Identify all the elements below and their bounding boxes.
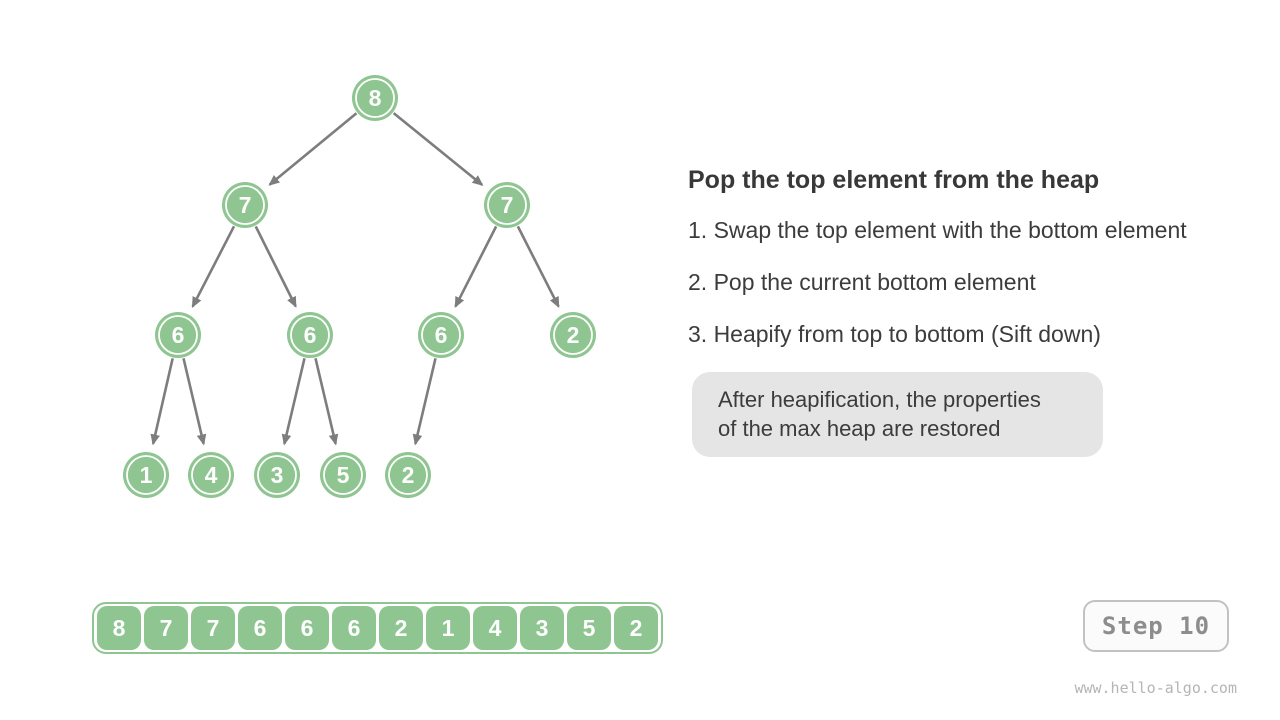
array-cell: 2 bbox=[614, 606, 658, 650]
tree-node-ring bbox=[487, 185, 527, 225]
tree-node-value: 3 bbox=[271, 462, 284, 488]
tree-node-ring bbox=[290, 315, 330, 355]
tree-node: 7 bbox=[222, 182, 268, 228]
tree-node-circle bbox=[418, 312, 464, 358]
array-cell: 7 bbox=[191, 606, 235, 650]
tree-node-circle bbox=[550, 312, 596, 358]
tree-node-circle bbox=[155, 312, 201, 358]
note-box: After heapification, the properties of t… bbox=[692, 372, 1103, 457]
tree-node: 2 bbox=[385, 452, 431, 498]
instruction-item: 2. Pop the current bottom element bbox=[688, 269, 1036, 295]
array-cell: 5 bbox=[567, 606, 611, 650]
tree-node: 3 bbox=[254, 452, 300, 498]
tree-node: 7 bbox=[484, 182, 530, 228]
tree-nodes: 8 7 7 6 6 6 2 1 4 3 5 2 bbox=[123, 75, 596, 498]
tree-node: 5 bbox=[320, 452, 366, 498]
tree-node-circle bbox=[287, 312, 333, 358]
tree-node: 8 bbox=[352, 75, 398, 121]
tree-node-circle bbox=[352, 75, 398, 121]
tree-node-value: 6 bbox=[304, 322, 317, 348]
instruction-item: 1. Swap the top element with the bottom … bbox=[688, 217, 1187, 243]
tree-node-value: 4 bbox=[205, 462, 218, 488]
tree-edge bbox=[516, 225, 560, 308]
tree-node-value: 7 bbox=[239, 192, 252, 218]
array-cell: 4 bbox=[473, 606, 517, 650]
tree-node: 1 bbox=[123, 452, 169, 498]
tree-edge bbox=[268, 112, 358, 186]
tree-edge bbox=[314, 358, 339, 446]
tree-node-value: 6 bbox=[435, 322, 448, 348]
tree-node-value: 7 bbox=[501, 192, 514, 218]
tree-node-value: 2 bbox=[402, 462, 415, 488]
tree-node-circle bbox=[222, 182, 268, 228]
tree-edges bbox=[150, 112, 560, 446]
tree-node-circle bbox=[385, 452, 431, 498]
tree-node-ring bbox=[158, 315, 198, 355]
tree-edge bbox=[254, 225, 297, 308]
tree-edge bbox=[392, 112, 484, 186]
tree-node: 2 bbox=[550, 312, 596, 358]
array-cell: 8 bbox=[97, 606, 141, 650]
tree-node-ring bbox=[388, 455, 428, 495]
tree-edge bbox=[412, 358, 437, 446]
tree-node-circle bbox=[254, 452, 300, 498]
tree-node-ring bbox=[225, 185, 265, 225]
tree-edge bbox=[150, 358, 174, 446]
tree-node-ring bbox=[421, 315, 461, 355]
tree-node-value: 2 bbox=[567, 322, 580, 348]
tree-node-ring bbox=[257, 455, 297, 495]
tree-edge bbox=[182, 358, 207, 446]
tree-node-ring bbox=[323, 455, 363, 495]
tree-edge bbox=[191, 225, 236, 309]
tree-node: 6 bbox=[418, 312, 464, 358]
tree-node-ring bbox=[191, 455, 231, 495]
tree-node-circle bbox=[123, 452, 169, 498]
array-cell: 6 bbox=[285, 606, 329, 650]
tree-node-circle bbox=[320, 452, 366, 498]
step-indicator-label: Step 10 bbox=[1101, 612, 1211, 640]
array-cell: 1 bbox=[426, 606, 470, 650]
tree-node-circle bbox=[484, 182, 530, 228]
array-cell: 3 bbox=[520, 606, 564, 650]
tree-node-value: 8 bbox=[369, 85, 382, 111]
tree-node: 4 bbox=[188, 452, 234, 498]
tree-node-circle bbox=[188, 452, 234, 498]
instruction-item: 3. Heapify from top to bottom (Sift down… bbox=[688, 321, 1101, 347]
array-cell: 2 bbox=[379, 606, 423, 650]
tree-node-ring bbox=[355, 78, 395, 118]
watermark: www.hello-algo.com bbox=[1074, 679, 1237, 697]
tree-node-value: 6 bbox=[172, 322, 185, 348]
tree-node-value: 1 bbox=[140, 462, 153, 488]
tree-edge bbox=[454, 225, 498, 308]
array-cell: 6 bbox=[238, 606, 282, 650]
tree-node: 6 bbox=[155, 312, 201, 358]
tree-node-ring bbox=[126, 455, 166, 495]
tree-edge bbox=[281, 358, 306, 446]
tree-node: 6 bbox=[287, 312, 333, 358]
tree-node-value: 5 bbox=[337, 462, 350, 488]
array-cell: 7 bbox=[144, 606, 188, 650]
array-cell: 6 bbox=[332, 606, 376, 650]
step-indicator: Step 10 bbox=[1083, 600, 1229, 652]
panel-title: Pop the top element from the heap bbox=[688, 166, 1100, 194]
tree-node-ring bbox=[553, 315, 593, 355]
